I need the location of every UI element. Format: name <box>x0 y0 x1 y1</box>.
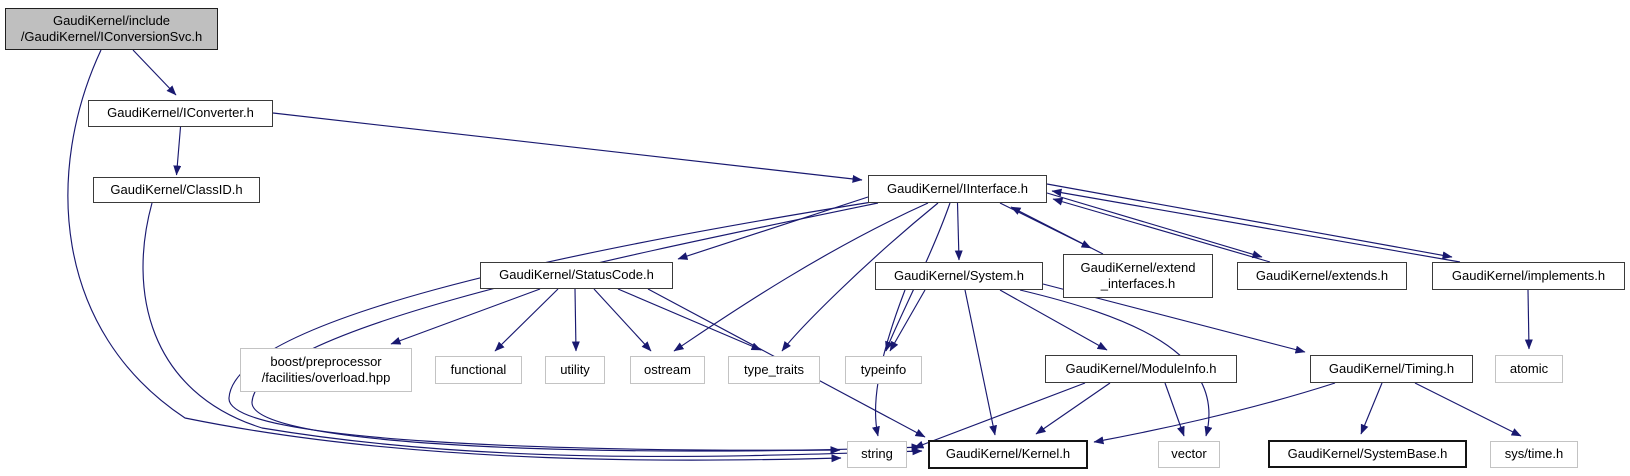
edge-moduleinfo->kernel <box>1035 382 1111 435</box>
edge-iinterface->type_traits <box>781 202 939 352</box>
edge-iinterface->ostream <box>673 202 929 352</box>
edge-moduleinfo->vector <box>1164 382 1185 437</box>
graph-node-functional: functional <box>435 356 522 384</box>
edge-iinterface->string <box>228 201 873 455</box>
edge-iconverter->classid <box>173 126 182 176</box>
edge-timing->sys_time <box>1414 382 1522 437</box>
graph-node-system[interactable]: GaudiKernel/System.h <box>875 262 1043 290</box>
edge-system->vector <box>1019 289 1213 437</box>
edge-iinterface->typeinfo <box>885 202 951 352</box>
graph-node-vector: vector <box>1158 441 1220 468</box>
graph-node-kernel[interactable]: GaudiKernel/Kernel.h <box>928 440 1088 469</box>
graph-node-type_traits: type_traits <box>728 356 820 384</box>
graph-node-typeinfo: typeinfo <box>845 356 922 384</box>
edge-iinterface->implements <box>1046 183 1453 260</box>
edge-iinterface->system <box>954 202 963 261</box>
edge-root->string <box>67 49 842 463</box>
edge-iinterface->extends <box>1046 192 1263 259</box>
edge-statuscode->utility <box>571 288 580 352</box>
graph-node-moduleinfo[interactable]: GaudiKernel/ModuleInfo.h <box>1045 355 1237 383</box>
edge-root->iconverter <box>132 49 177 96</box>
edge-iinterface->statuscode <box>677 196 869 260</box>
graph-node-iinterface[interactable]: GaudiKernel/IInterface.h <box>868 175 1047 203</box>
edge-implements->iinterface <box>1051 188 1461 263</box>
graph-node-implements[interactable]: GaudiKernel/implements.h <box>1432 262 1625 290</box>
graph-node-ostream: ostream <box>630 356 705 384</box>
edge-system->kernel <box>964 289 997 436</box>
graph-node-sys_time: sys/time.h <box>1490 441 1578 468</box>
edge-extends->iinterface <box>1052 197 1271 263</box>
graph-node-utility: utility <box>545 356 605 384</box>
edge-statuscode->boost_overload <box>390 288 541 345</box>
graph-node-root: GaudiKernel/include /GaudiKernel/IConver… <box>5 8 218 50</box>
edge-timing->systembase <box>1360 382 1383 435</box>
edge-timing->kernel <box>1093 382 1336 445</box>
edge-system->moduleinfo <box>999 289 1108 351</box>
edge-extend_interfaces->iinterface <box>1010 206 1104 255</box>
edge-iconverter->iinterface <box>272 112 863 183</box>
graph-node-statuscode[interactable]: GaudiKernel/StatusCode.h <box>480 262 673 289</box>
graph-node-boost_overload: boost/preprocessor /facilities/overload.… <box>240 348 412 392</box>
edge-statuscode->functional <box>494 288 559 352</box>
graph-node-extend_interfaces[interactable]: GaudiKernel/extend _interfaces.h <box>1063 254 1213 298</box>
graph-node-systembase[interactable]: GaudiKernel/SystemBase.h <box>1268 440 1467 468</box>
edge-statuscode->type_traits <box>617 288 762 351</box>
edge-iinterface->kernel <box>251 202 922 452</box>
graph-node-timing[interactable]: GaudiKernel/Timing.h <box>1310 355 1473 383</box>
edge-classid->kernel <box>142 202 923 458</box>
graph-node-atomic: atomic <box>1495 355 1563 383</box>
graph-node-classid[interactable]: GaudiKernel/ClassID.h <box>93 177 260 203</box>
edge-implements->atomic <box>1524 289 1533 350</box>
graph-node-extends[interactable]: GaudiKernel/extends.h <box>1237 262 1407 290</box>
edge-moduleinfo->string <box>913 382 1086 449</box>
edge-system->typeinfo <box>889 289 926 352</box>
graph-node-iconverter[interactable]: GaudiKernel/IConverter.h <box>88 100 273 127</box>
graph-node-string: string <box>847 441 907 468</box>
edge-statuscode->ostream <box>593 288 652 352</box>
